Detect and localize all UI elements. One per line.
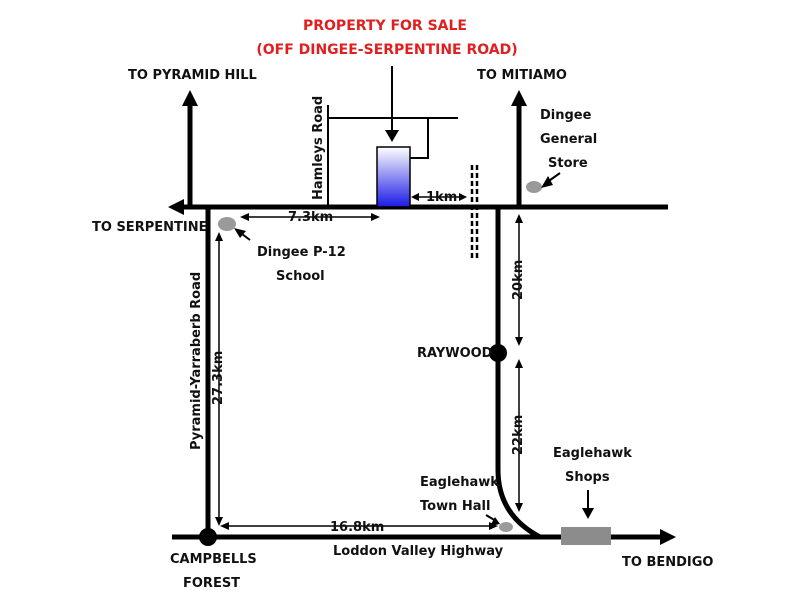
label-shops-1: Eaglehawk <box>553 446 632 461</box>
title-pointer-arrowhead <box>385 130 399 142</box>
raywood-marker <box>489 344 507 362</box>
label-to-pyramid-hill: TO PYRAMID HILL <box>128 68 257 83</box>
distance-27-3-arrow-top <box>215 232 223 241</box>
distance-27-3-arrow-bottom <box>215 517 223 526</box>
distance-1-arrow-right <box>459 193 467 201</box>
dingee-store-marker <box>526 181 542 193</box>
distance-1-arrow-left <box>411 193 419 201</box>
label-town-hall-1: Eaglehawk <box>420 475 499 490</box>
campbells-forest-marker <box>199 528 217 546</box>
label-distance-27-3: 27.3km <box>211 351 226 405</box>
shops-pointer-arrowhead <box>582 508 594 519</box>
distance-16-8-arrow-left <box>220 522 229 530</box>
label-dingee-store-3: Store <box>548 156 588 171</box>
label-campbells-forest-2: FOREST <box>183 576 240 591</box>
label-to-serpentine: TO SERPENTINE <box>92 220 207 235</box>
label-loddon-valley-highway: Loddon Valley Highway <box>333 544 504 559</box>
distance-7-3-arrow-left <box>240 213 249 221</box>
label-dingee-school-2: School <box>276 269 325 284</box>
distance-16-8-arrow-right <box>489 522 498 530</box>
label-distance-1: 1km <box>426 190 457 205</box>
store-pointer-arrowhead <box>541 176 553 188</box>
label-to-mitiamo: TO MITIAMO <box>477 68 567 83</box>
distance-22-arrow-bottom <box>515 503 523 512</box>
serpentine-arrowhead <box>168 199 184 215</box>
title-line2: (OFF DINGEE-SERPENTINE ROAD) <box>256 42 517 58</box>
distance-20-arrow-bottom <box>515 337 523 346</box>
property-for-sale-block <box>376 146 411 208</box>
dingee-school-marker <box>218 217 236 231</box>
mitiamo-arrowhead <box>511 90 527 106</box>
distance-22-arrow-top <box>515 359 523 368</box>
raywood-road <box>495 207 542 540</box>
label-dingee-store-1: Dingee <box>540 108 592 123</box>
label-dingee-school-1: Dingee P-12 <box>257 245 346 260</box>
school-pointer-arrowhead <box>234 228 246 238</box>
label-distance-20: 20km <box>511 260 526 300</box>
town-hall-marker <box>499 522 513 532</box>
property-access-track <box>410 118 429 159</box>
bendigo-arrowhead <box>660 529 676 545</box>
pyramid-hill-arrowhead <box>182 90 198 106</box>
eaglehawk-shops-marker <box>561 527 611 545</box>
title-line1: PROPERTY FOR SALE <box>303 18 467 34</box>
label-town-hall-2: Town Hall <box>420 499 490 514</box>
label-distance-7-3: 7.3km <box>288 210 333 225</box>
distance-7-3-arrow-right <box>371 213 380 221</box>
label-distance-22: 22km <box>511 415 526 455</box>
distance-20-arrow-top <box>515 214 523 223</box>
label-to-bendigo: TO BENDIGO <box>622 555 713 570</box>
label-raywood: RAYWOOD <box>417 346 493 361</box>
label-pyramid-yarraberb-road: Pyramid-Yarraberb Road <box>189 272 204 450</box>
label-shops-2: Shops <box>565 470 610 485</box>
label-dingee-store-2: General <box>540 132 597 147</box>
label-hamleys-road: Hamleys Road <box>311 96 326 200</box>
label-campbells-forest-1: CAMPBELLS <box>170 552 257 567</box>
label-distance-16-8: 16.8km <box>330 520 384 535</box>
